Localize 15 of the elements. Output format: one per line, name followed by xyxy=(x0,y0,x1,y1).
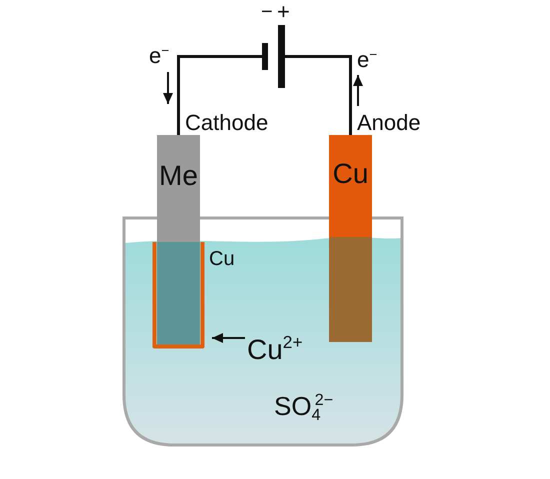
element-label: Cu xyxy=(209,249,235,269)
ion-label: Cu$^{2+}$ xyxy=(247,336,303,364)
electrode-bar xyxy=(157,135,200,347)
electron-label: e$^{−}$ xyxy=(357,49,378,71)
battery-symbol xyxy=(262,25,285,88)
electrode-label: Anode xyxy=(357,112,421,134)
electrode-bar xyxy=(329,135,372,342)
electron-label: e$^{−}$ xyxy=(149,45,170,67)
electrode-name: Cu xyxy=(332,160,368,188)
electrode-label: Cathode xyxy=(185,112,268,134)
electrode-name: Me xyxy=(159,162,198,190)
polarity-sign: − xyxy=(261,2,273,22)
wire xyxy=(285,55,352,135)
polarity-sign: + xyxy=(277,1,290,23)
wire xyxy=(177,55,262,135)
